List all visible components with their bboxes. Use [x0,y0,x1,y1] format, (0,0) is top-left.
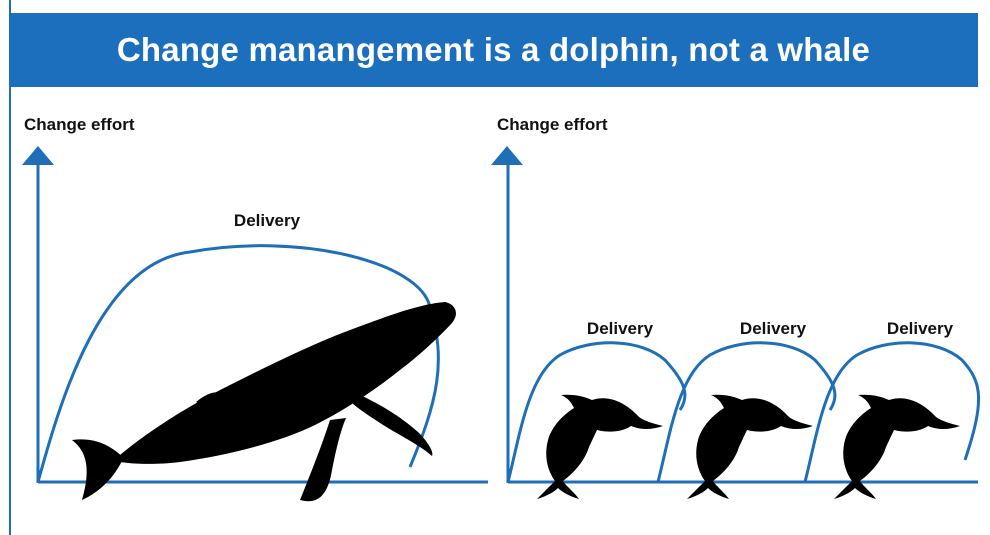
dolphin-delivery-label-2: Delivery [739,319,807,338]
page-title: Change manangement is a dolphin, not a w… [116,31,871,68]
right-axis-arrow-icon [491,146,523,165]
whale-icon [72,302,456,502]
dolphin-delivery-curve-3 [803,341,981,483]
right-axes [491,146,978,484]
dolphin-delivery-curve-2 [656,341,837,483]
dolphin-delivery-curve-1 [506,341,687,483]
dolphin-delivery-label-1: Delivery [586,319,654,338]
left-y-axis-label: Change effort [24,115,135,134]
right-y-axis-label: Change effort [497,115,608,134]
left-axes [22,146,488,484]
whale-delivery-label: Delivery [233,211,301,230]
whale-delivery-curve [36,244,440,483]
title-banner: Change manangement is a dolphin, not a w… [9,13,978,87]
page-left-rule [9,0,11,535]
left-axis-arrow-icon [22,146,54,165]
dolphin-delivery-label-3: Delivery [886,319,954,338]
